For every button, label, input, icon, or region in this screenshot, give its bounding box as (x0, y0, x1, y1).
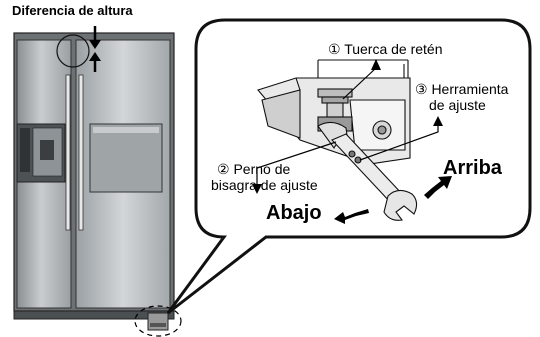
height-difference-marker (56, 26, 101, 72)
callout-arrowheads (252, 59, 443, 194)
wrench-tool (317, 121, 418, 221)
height-difference-title: Diferencia de altura (12, 3, 133, 18)
direction-down-label: Abajo (266, 202, 322, 224)
adjustment-tool-label-line2: de ajuste (429, 97, 486, 113)
refrigerator (13, 32, 175, 331)
right-handle (78, 74, 84, 231)
hinge-bolt-label: ② Perno de bisagra de ajuste (211, 161, 318, 193)
door-compartment (89, 123, 163, 193)
detail-bubble (166, 18, 532, 315)
hinge-detail (257, 59, 418, 221)
left-handle (65, 74, 71, 231)
arrow-up-right (424, 176, 452, 199)
direction-up-label: Arriba (443, 157, 502, 179)
adjustment-tool-label-line1: ③ Herramienta (415, 81, 509, 97)
foot-highlight-circle (134, 305, 182, 337)
lock-nut-label: ① Tuerca de retén (328, 41, 443, 57)
base-grille (13, 310, 175, 320)
arrow-down-left (334, 209, 369, 224)
leveling-foot (147, 312, 169, 331)
hinge-bolt-label-line1: ② Perno de (217, 161, 291, 177)
hinge-bolt-label-line2: bisagra de ajuste (211, 177, 318, 193)
adjustment-tool-label: ③ Herramienta de ajuste (415, 81, 508, 113)
